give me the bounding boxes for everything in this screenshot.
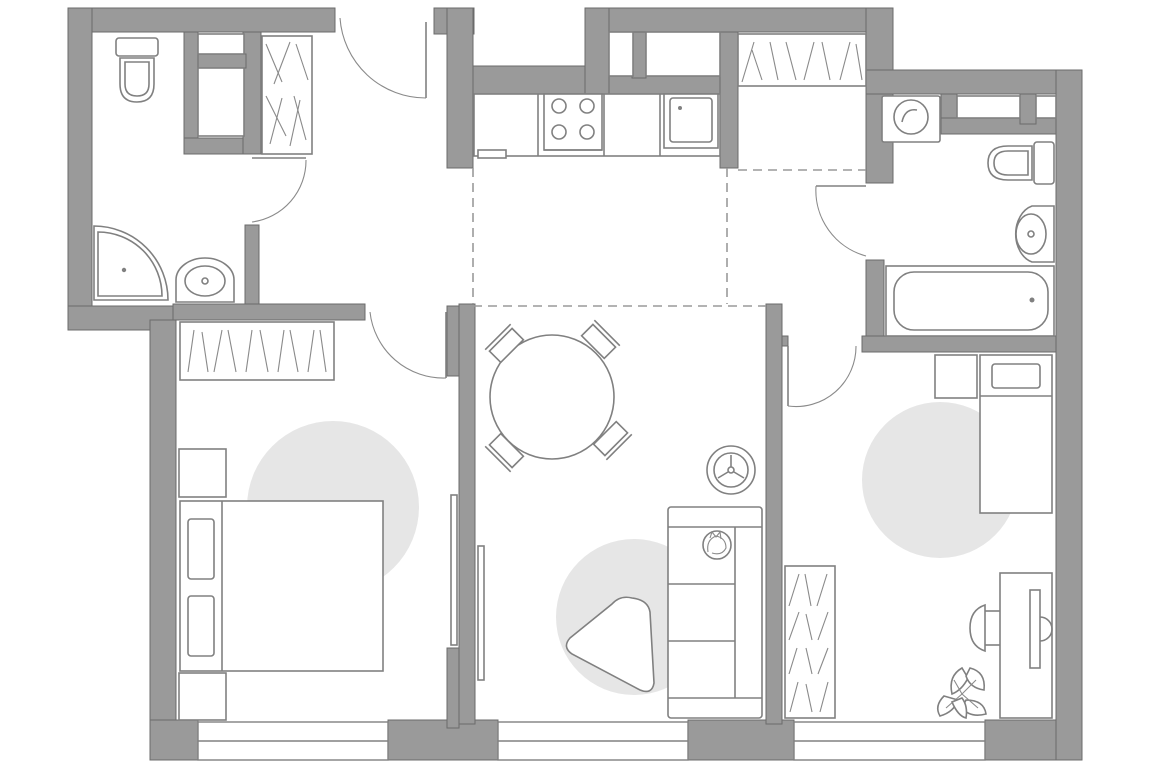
entrance-door (339, 17, 427, 99)
wall (865, 69, 1083, 95)
doors (251, 17, 867, 681)
bathroom-door (251, 157, 307, 223)
nightstand (178, 448, 227, 498)
wall (446, 647, 460, 729)
bedroom (178, 321, 384, 721)
dining-table-icon (489, 334, 615, 460)
second-bedroom (784, 354, 1053, 719)
toilet-icon (987, 141, 1055, 185)
wall (183, 31, 199, 153)
window (197, 721, 389, 761)
shelf (197, 33, 245, 55)
wall (940, 117, 1057, 135)
chair-icon (580, 319, 621, 360)
wardrobe-icon (784, 565, 836, 719)
window (793, 721, 986, 761)
chair-icon (484, 323, 525, 364)
wall (861, 335, 1057, 353)
second-bedroom-door (787, 345, 857, 408)
second-bedroom-rug (862, 402, 1018, 558)
wall (67, 7, 336, 33)
bathtub-icon (885, 265, 1055, 337)
wall (687, 719, 795, 761)
sliding-door (450, 494, 485, 681)
bed-icon (979, 354, 1053, 514)
wall (197, 53, 247, 69)
windows (197, 721, 986, 761)
wall (584, 7, 894, 33)
wall (172, 303, 366, 321)
wall (781, 335, 789, 347)
sofa-icon (667, 506, 763, 719)
counter-front (477, 149, 507, 159)
shelf (956, 95, 1021, 119)
bathroom (93, 33, 313, 303)
cabinet (197, 67, 245, 137)
wall (446, 305, 460, 377)
kitchen (473, 31, 867, 159)
second-bathroom (881, 95, 1057, 337)
desk-icon (999, 572, 1053, 719)
wall (458, 303, 476, 725)
shelf (1035, 95, 1057, 119)
wall (765, 303, 783, 725)
wall (631, 31, 647, 79)
wall (608, 75, 738, 95)
stove-icon (543, 93, 603, 151)
wall (149, 319, 177, 761)
wall (149, 719, 199, 761)
bedroom-door (369, 311, 447, 379)
wall (719, 31, 739, 169)
wall (472, 65, 586, 95)
walls (67, 7, 1083, 761)
shower-icon (93, 225, 169, 301)
robot-vacuum-icon (706, 445, 756, 495)
wardrobe-icon (261, 35, 313, 155)
living-dining (484, 319, 763, 719)
sink-icon (175, 257, 235, 303)
wall (67, 7, 93, 331)
cat-icon (702, 530, 732, 560)
wardrobe-icon (737, 33, 867, 87)
toilet-icon (115, 37, 159, 103)
chair-icon (484, 432, 525, 473)
wall (387, 719, 499, 761)
bed-icon (179, 500, 384, 672)
coffee-table-icon (565, 596, 655, 693)
sink-icon (663, 93, 719, 149)
wall (584, 7, 610, 95)
second-bathroom-door (815, 185, 867, 257)
sink-icon (1014, 205, 1055, 263)
window (497, 721, 689, 761)
wall (242, 31, 262, 155)
wardrobe-icon (179, 321, 335, 381)
plant-icon (936, 666, 987, 719)
wall (446, 7, 474, 169)
window-niche (608, 31, 634, 77)
window-niche (645, 31, 721, 77)
kitchen-zone-outline (472, 168, 866, 307)
nightstand (934, 354, 978, 399)
wall (1019, 93, 1037, 125)
nightstand (178, 672, 227, 721)
chair-icon (592, 420, 633, 461)
washing-machine-icon (881, 95, 941, 143)
chair-icon (969, 603, 1000, 653)
wall (1055, 69, 1083, 761)
